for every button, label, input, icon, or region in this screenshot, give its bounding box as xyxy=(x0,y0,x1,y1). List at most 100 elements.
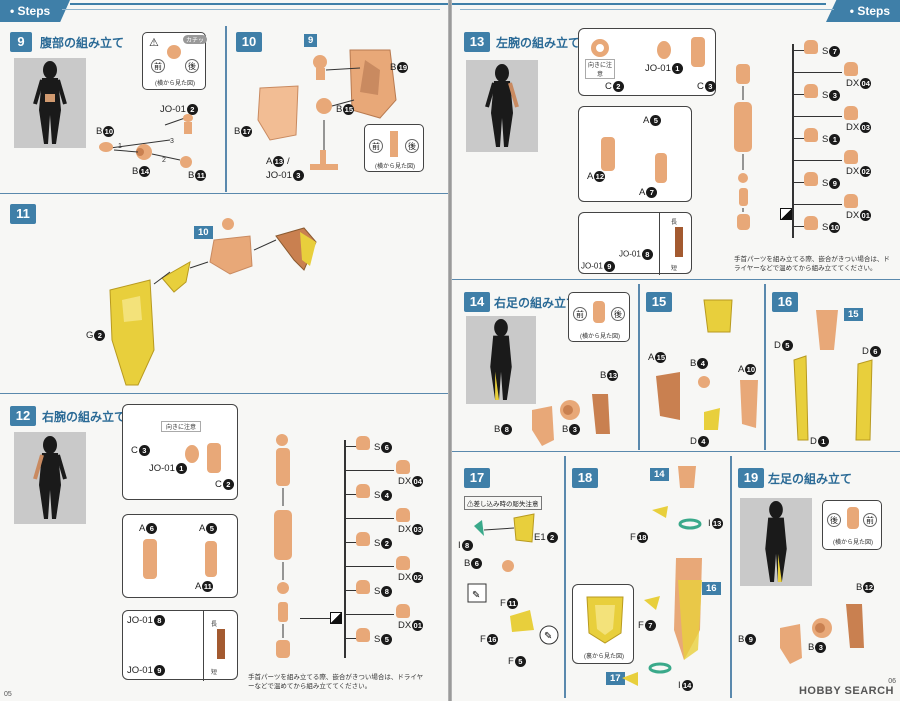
tree-branch xyxy=(346,542,356,543)
step-11-number: 11 xyxy=(10,204,36,224)
left-page: • Steps 9 腹部の組み立て ⚠ カチッ 前 後 (横から見た図) JO-… xyxy=(0,0,448,701)
figure-silhouette-icon xyxy=(33,61,67,144)
connector-icon xyxy=(780,208,792,220)
hand-part-icon xyxy=(844,62,858,76)
step-13-note: 手首パーツを組み立てる際、嵌合がきつい場合は、ドライヤーなどで温めてから組み立て… xyxy=(734,256,890,272)
steps-tab-right: • Steps xyxy=(826,0,900,22)
step-9-parts: 1 3 2 xyxy=(99,114,193,168)
hand-part-icon xyxy=(356,628,370,642)
step-13-arm-parts xyxy=(734,64,752,230)
hand-part-icon xyxy=(396,508,410,522)
step-12-arm-parts xyxy=(274,434,292,658)
right-arm-hands-tree xyxy=(344,440,346,658)
step-11-parts xyxy=(109,218,317,386)
hand-part-icon xyxy=(396,604,410,618)
step-9-title: 腹部の組み立て xyxy=(40,36,125,50)
step-9-callout: ⚠ カチッ 前 後 (横から見た図) xyxy=(142,32,208,90)
tree-branch xyxy=(794,72,842,73)
step-13-panel xyxy=(452,22,900,280)
step-15-number: 15 xyxy=(646,292,672,312)
hand-part-icon xyxy=(844,194,858,208)
gutter xyxy=(448,0,452,701)
step-14-number: 14 xyxy=(464,292,490,312)
tree-branch xyxy=(794,94,804,95)
tree-branch xyxy=(794,182,804,183)
step-19-photo xyxy=(740,498,812,586)
front-label: 前 xyxy=(151,59,165,73)
sub-10-badge: 10 xyxy=(194,226,213,239)
hand-part-icon xyxy=(356,436,370,450)
step-17-parts: ✎ ✎ xyxy=(467,513,559,645)
step-19-number: 19 xyxy=(738,468,764,488)
step-12-title: 右腕の組み立て xyxy=(42,410,127,424)
tree-branch xyxy=(346,638,356,639)
step-13-photo xyxy=(466,60,538,152)
right-header: • Steps xyxy=(452,0,900,22)
step-12-note: 手首パーツを組み立てる際、嵌合がきつい場合は、ドライヤーなどで温めてから組み立て… xyxy=(248,674,424,690)
sub-14-badge: 14 xyxy=(650,468,669,481)
tree-branch xyxy=(346,614,394,615)
warning-icon: ⚠ xyxy=(467,501,474,508)
svg-text:3: 3 xyxy=(170,138,174,145)
step-14-title: 右足の組み立て xyxy=(494,296,579,310)
right-page-number: 06 xyxy=(888,678,896,685)
tree-branch xyxy=(346,446,356,447)
hand-part-icon xyxy=(844,150,858,164)
step-14-16-panel xyxy=(452,280,900,452)
step-9-number: 9 xyxy=(10,32,32,52)
step-17-number: 17 xyxy=(464,468,490,488)
tree-branch xyxy=(346,518,394,519)
connector-icon xyxy=(330,612,342,624)
step-14-parts xyxy=(532,394,610,446)
ring-part-icon xyxy=(591,39,609,57)
figure-silhouette-icon xyxy=(490,318,512,401)
sub-15-badge: 15 xyxy=(844,308,863,321)
hand-part-icon xyxy=(804,172,818,186)
step-15-parts xyxy=(656,299,758,430)
hand-part-icon xyxy=(356,484,370,498)
tree-branch xyxy=(346,566,394,567)
step-12-photo xyxy=(14,432,86,524)
tree-branch xyxy=(794,138,804,139)
figure-silhouette-icon xyxy=(765,500,787,583)
svg-text:2: 2 xyxy=(162,157,166,164)
tree-branch xyxy=(794,226,804,227)
